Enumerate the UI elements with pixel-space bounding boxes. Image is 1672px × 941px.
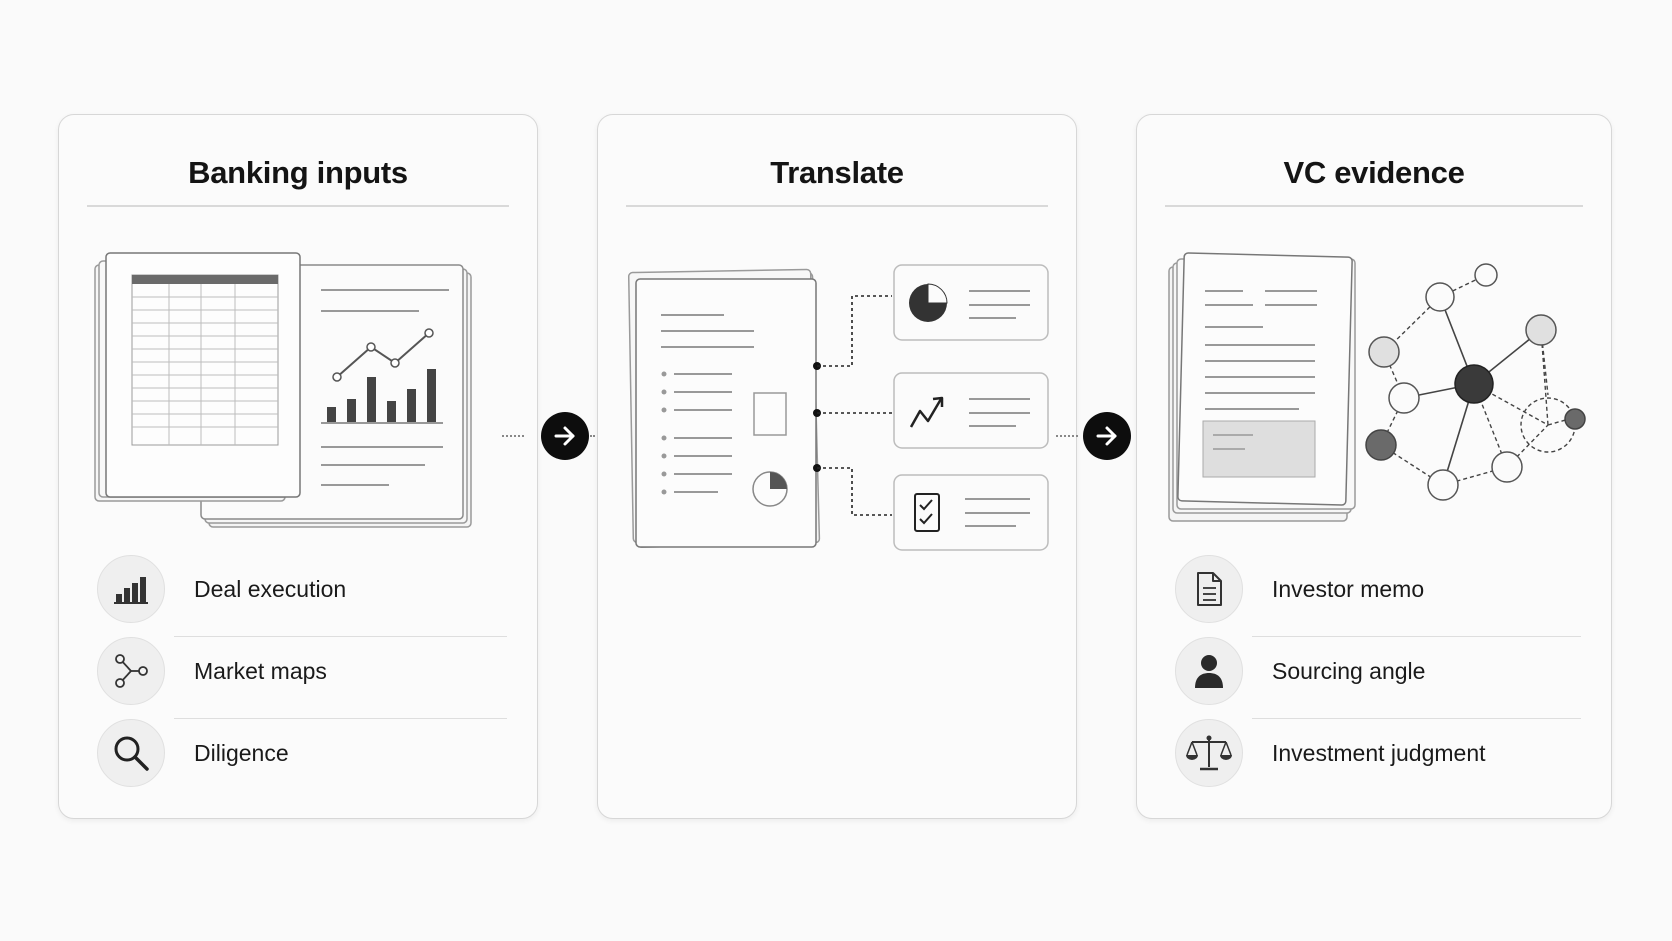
bar-chart-icon xyxy=(97,555,165,623)
dotted-connector xyxy=(590,435,602,437)
panel-title: Banking inputs xyxy=(188,155,408,190)
item-divider xyxy=(174,717,507,719)
translate-panel: Translate xyxy=(597,114,1077,819)
item-label: Investor memo xyxy=(1272,576,1425,602)
title-divider xyxy=(87,205,509,207)
title-divider xyxy=(1165,205,1583,207)
list-item-diligence: Diligence xyxy=(97,719,507,789)
panel-title: Translate xyxy=(770,155,904,190)
panel-title: VC evidence xyxy=(1283,155,1465,190)
arrow-right-icon xyxy=(541,412,589,460)
memo-network-illustration xyxy=(1168,252,1586,522)
list-item-sourcing-angle: Sourcing angle xyxy=(1175,637,1581,719)
branch-icon xyxy=(97,637,165,705)
item-label: Sourcing angle xyxy=(1272,658,1426,684)
list-item-deal-execution: Deal execution xyxy=(97,555,507,637)
item-label: Deal execution xyxy=(194,576,347,602)
arrow-right-icon xyxy=(1083,412,1131,460)
item-label: Diligence xyxy=(194,740,289,766)
person-icon xyxy=(1175,637,1243,705)
spreadsheet-report-illustration xyxy=(94,252,472,528)
banking-inputs-panel: Banking inputs xyxy=(58,114,538,819)
item-divider xyxy=(174,635,507,637)
list-item-investor-memo: Investor memo xyxy=(1175,555,1581,637)
document-icon xyxy=(1175,555,1243,623)
dotted-connector xyxy=(1056,435,1078,437)
item-label: Market maps xyxy=(194,658,327,684)
list-item-investment-judgment: Investment judgment xyxy=(1175,719,1581,789)
dotted-connector xyxy=(502,435,524,437)
item-label: Investment judgment xyxy=(1272,740,1486,766)
scale-icon xyxy=(1175,719,1243,787)
magnifier-icon xyxy=(97,719,165,787)
title-divider xyxy=(626,205,1048,207)
item-divider xyxy=(1252,717,1581,719)
item-divider xyxy=(1252,635,1581,637)
list-item-market-maps: Market maps xyxy=(97,637,507,719)
vc-evidence-panel: VC evidence xyxy=(1136,114,1612,819)
translate-illustration xyxy=(627,264,1049,551)
